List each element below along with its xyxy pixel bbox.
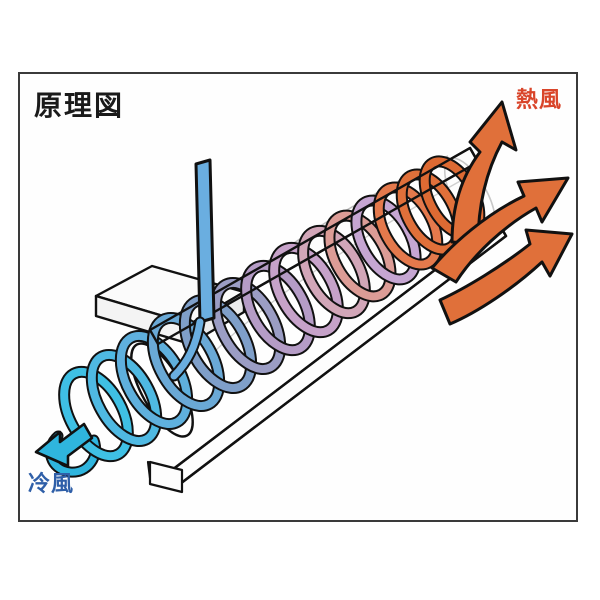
- helical-coil: [44, 155, 486, 478]
- page-title: 原理図: [34, 89, 125, 122]
- hot-air-outlet-arrows: [430, 100, 574, 326]
- hot-air-label: 熱風: [516, 88, 563, 113]
- vertical-blade: [168, 158, 216, 382]
- chamber-bracket: [148, 460, 184, 494]
- cold-air-inlet-arrow: [34, 422, 94, 468]
- cold-air-label: 冷風: [28, 472, 75, 497]
